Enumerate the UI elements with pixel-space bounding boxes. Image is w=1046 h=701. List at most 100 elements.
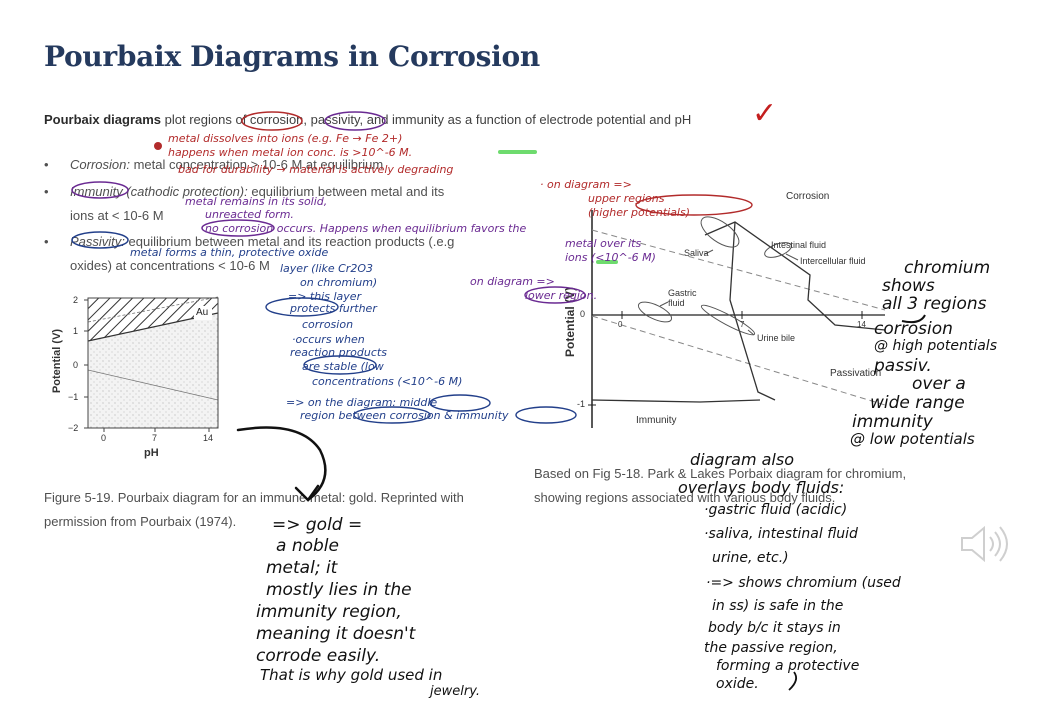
blue-note-4: => this layer: [288, 290, 362, 303]
corrosion-region-label: Corrosion: [786, 191, 830, 202]
gold-ytick: 2: [73, 295, 79, 305]
intro-rest: plot regions of corrosion, passivity, an…: [161, 112, 692, 127]
bullet-text-2: oxides) at concentrations < 10-6 M: [70, 258, 270, 273]
red-note-3: bad for durability → material is activel…: [178, 163, 454, 176]
red-note-6: (higher potentials): [588, 206, 691, 219]
black-chromium-note-5: @ high potentials: [874, 338, 997, 354]
gold-caption-line2: permission from Pourbaix (1974).: [44, 514, 237, 529]
black-chromium-note-6: passiv.: [874, 356, 932, 376]
blue-note-5: protects further: [290, 302, 377, 315]
black-chromium-note-2: shows: [882, 276, 935, 296]
black-chromium-note-7: over a: [912, 374, 966, 394]
gold-ytick: 1: [73, 326, 79, 336]
blue-note-1: metal forms a thin, protective oxide: [130, 246, 329, 259]
chromium-xtick: 7: [740, 320, 745, 329]
black-gold-note-5: immunity region,: [256, 602, 402, 622]
gold-ytick: −2: [68, 423, 79, 433]
bullet-label: Passivity:: [70, 234, 125, 249]
urine-bile-ellipse: [700, 304, 756, 336]
chromium-caption-line2: showing regions associated with various …: [534, 490, 836, 505]
black-body-note-7: in ss) is safe in the: [712, 598, 844, 614]
black-body-note-11: oxide.: [716, 676, 759, 692]
black-gold-note-2: a noble: [276, 536, 339, 556]
oxide-squiggle: [788, 671, 798, 691]
purple-note-6: on diagram =>: [470, 275, 555, 288]
black-chromium-note-1: chromium: [904, 258, 991, 278]
passivation-boundary: [704, 221, 886, 331]
black-body-note-3: ·gastric fluid (acidic): [704, 502, 848, 518]
black-body-note-10: forming a protective: [716, 658, 860, 674]
black-chromium-note-3: all 3 regions: [882, 294, 987, 314]
bullet-text-2: ions at < 10-6 M: [70, 208, 164, 223]
black-chromium-note-10: @ low potentials: [850, 430, 975, 448]
saliva-label: Saliva: [684, 248, 709, 258]
black-body-note-1: diagram also: [690, 450, 794, 469]
saliva-ellipse: [700, 216, 740, 248]
gold-element-label: Au: [196, 307, 209, 318]
immunity-word-circle: [515, 406, 577, 424]
black-gold-note-3: metal; it: [266, 558, 338, 578]
chromium-ylabel: Potential (V): [563, 287, 577, 358]
blue-note-10: concentrations (<10^-6 M): [312, 375, 463, 388]
gold-ytick: −1: [68, 392, 79, 402]
blue-note-9: are stable (low: [302, 360, 384, 373]
black-body-note-9: the passive region,: [704, 640, 838, 656]
purple-note-7: lower region.: [525, 289, 598, 302]
intercellular-fluid-label: Intercellular fluid: [800, 256, 866, 266]
black-chromium-note-4: corrosion: [874, 319, 953, 339]
chromium-xtick: 0: [618, 320, 623, 329]
lower-boundary: [591, 399, 761, 403]
purple-note-1: metal remains in its solid,: [185, 195, 328, 208]
blue-note-2: layer (like Cr2O3: [280, 262, 373, 275]
black-gold-note-7: corrode easily.: [256, 646, 381, 666]
blue-note-3: on chromium): [300, 276, 378, 289]
hydrogen-line: [591, 315, 886, 406]
immunity-region-label: Immunity: [636, 415, 677, 426]
bullet-text: metal concentration > 10-6 M at equilibr…: [129, 157, 384, 172]
intro-bold: Pourbaix diagrams: [44, 112, 162, 127]
gold-ytick: 0: [73, 360, 79, 370]
chromium-xtick: 14: [857, 320, 866, 329]
bullet-text: equilibrium between metal and its reacti…: [124, 234, 455, 249]
purple-note-3: no corrosion occurs. Happens when equili…: [205, 222, 527, 235]
page-title: Pourbaix Diagrams in Corrosion: [44, 40, 540, 73]
gastric-fluid-label: Gastric fluid: [668, 288, 697, 308]
chromium-ytick: -1: [577, 399, 586, 409]
immunity-boundary: [729, 221, 776, 401]
black-gold-note-4: mostly lies in the: [266, 580, 412, 600]
corrosion-hatch-region: [88, 298, 218, 341]
gold-caption-line1: Figure 5-19. Pourbaix diagram for an imm…: [44, 490, 464, 505]
passivation-region-label: Passivation: [830, 368, 882, 379]
red-note-1: metal dissolves into ions (e.g. Fe → Fe …: [168, 132, 403, 145]
gold-xlabel: pH: [144, 447, 159, 459]
red-note-5: upper regions: [588, 192, 665, 205]
black-chromium-note-8: wide range: [870, 393, 965, 413]
blue-note-8: reaction products: [290, 346, 387, 359]
purple-note-4: metal over its: [565, 237, 642, 250]
intestinal-fluid-label: Intestinal fluid: [771, 240, 827, 250]
purple-note-2: unreacted form.: [205, 208, 294, 221]
black-gold-note-1: => gold =: [272, 515, 363, 535]
blue-note-11: => on the diagram: middle: [286, 396, 438, 409]
gold-ylabel: Potential (V): [51, 328, 63, 394]
black-body-note-6: ·=> shows chromium (used: [706, 575, 901, 591]
blue-note-7: ·occurs when: [292, 333, 365, 346]
purple-note-5: ions (<10^-6 M): [565, 251, 656, 264]
red-bullet-dot: [154, 142, 162, 150]
black-gold-note-8: That is why gold used in: [260, 666, 443, 684]
bullet-text: equilibrium between metal and its: [247, 184, 445, 199]
check-mark-icon: ✓: [752, 96, 778, 131]
black-body-note-4: ·saliva, intestinal fluid: [704, 526, 858, 542]
gold-xtick: 14: [203, 433, 214, 443]
bullet-corrosion: • Corrosion: metal concentration > 10-6 …: [44, 157, 384, 172]
speaker-icon[interactable]: [958, 522, 1016, 566]
chromium-ytick: 0: [580, 309, 586, 319]
black-gold-note-9: jewelry.: [430, 684, 481, 699]
black-body-note-2: overlays body fluids:: [678, 478, 845, 497]
blue-note-12: region between corrosion & immunity: [300, 409, 509, 422]
black-body-note-8: body b/c it stays in: [708, 620, 841, 636]
red-note-4: · on diagram =>: [540, 178, 632, 191]
urine-bile-label: Urine bile: [757, 333, 796, 343]
gold-xtick: 7: [152, 433, 158, 443]
hydrogen-line: [87, 369, 219, 401]
